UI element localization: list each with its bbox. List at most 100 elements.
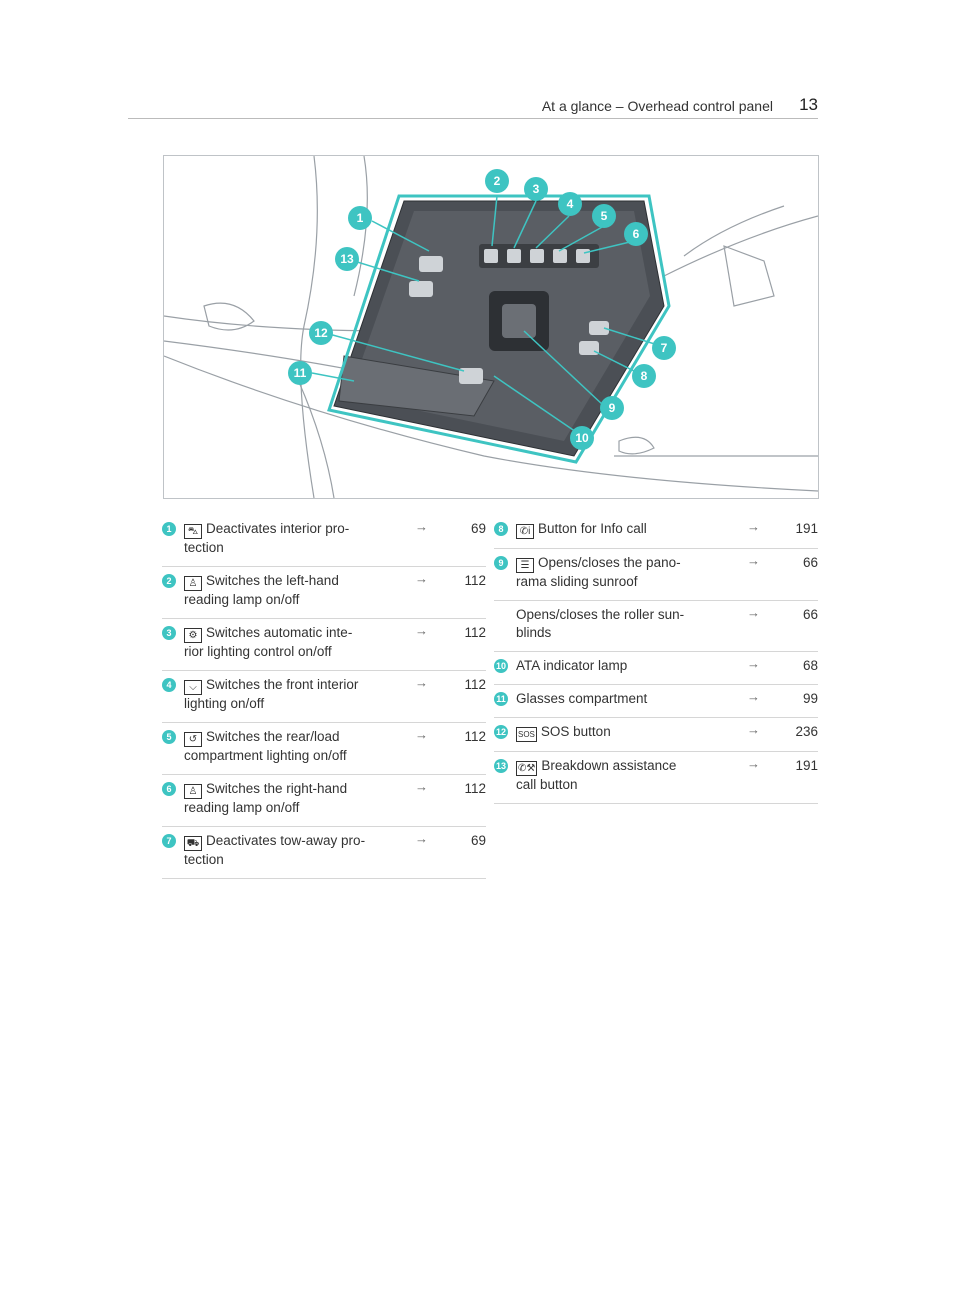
page-reference: 99 (802, 691, 818, 706)
arrow-icon: → (747, 605, 760, 620)
legend-item: 1 ⛍Deactivates interior pro- tection → 6… (162, 515, 486, 567)
item-number: 9 (494, 556, 508, 570)
item-number: 4 (162, 678, 176, 692)
page-reference: 66 (802, 607, 818, 622)
legend-item: 6 ♙Switches the right-hand reading lamp … (162, 775, 486, 827)
callout-5: 5 (601, 209, 608, 223)
arrow-icon: → (415, 779, 428, 794)
item-description: Opens/closes the roller sun- blinds (516, 606, 752, 642)
legend-item: 3 ⚙Switches automatic inte- rior lightin… (162, 619, 486, 671)
item-text: Glasses compartment (516, 691, 648, 706)
item-description: ⛟Deactivates tow-away pro- tection (184, 832, 420, 869)
item-number: 7 (162, 834, 176, 848)
page-reference: 68 (802, 658, 818, 673)
page-reference: 112 (464, 677, 486, 692)
callout-12: 12 (314, 326, 328, 340)
callout-9: 9 (609, 401, 616, 415)
item-number: 2 (162, 574, 176, 588)
sos-icon: SOS (516, 727, 537, 742)
callout-1: 1 (357, 211, 364, 225)
arrow-icon: → (747, 553, 760, 568)
item-description: ↺Switches the rear/load compartment ligh… (184, 728, 420, 765)
page-number: 13 (799, 95, 818, 114)
item-description: ⛍Deactivates interior pro- tection (184, 520, 420, 557)
item-text: SOS button (540, 724, 611, 739)
tow-away-protection-icon: ⛟ (184, 836, 202, 851)
page-reference: 69 (470, 521, 486, 536)
arrow-icon: → (747, 722, 760, 737)
arrow-icon: → (415, 571, 428, 586)
item-number: 13 (494, 759, 508, 773)
item-number: 8 (494, 522, 508, 536)
item-number: 3 (162, 626, 176, 640)
callout-11: 11 (294, 366, 307, 380)
legend-item: 7 ⛟Deactivates tow-away pro- tection → 6… (162, 827, 486, 879)
callout-8: 8 (641, 369, 648, 383)
arrow-icon: → (747, 756, 760, 771)
legend-item: 2 ♙Switches the left-hand reading lamp o… (162, 567, 486, 619)
page-reference: 66 (802, 555, 818, 570)
page-reference: 112 (464, 781, 486, 796)
legend-item: 9 ☰Opens/closes the pano- rama sliding s… (494, 549, 818, 601)
auto-lighting-icon: ⚙ (184, 628, 202, 643)
item-text: Switches the left-hand reading lamp on/o… (184, 573, 339, 607)
legend-item: 11 Glasses compartment → 99 (494, 685, 818, 718)
item-number: 10 (494, 659, 508, 673)
item-number: 6 (162, 782, 176, 796)
arrow-icon: → (747, 519, 760, 534)
item-description: ☰Opens/closes the pano- rama sliding sun… (516, 554, 752, 591)
legend-item: 10 ATA indicator lamp → 68 (494, 652, 818, 685)
item-text: Breakdown assistance call button (516, 758, 677, 792)
page-reference: 112 (464, 729, 486, 744)
item-description: ⚙Switches automatic inte- rior lighting … (184, 624, 420, 661)
item-text: Deactivates interior pro- tection (184, 521, 350, 555)
arrow-icon: → (415, 519, 428, 534)
callout-13: 13 (340, 252, 354, 266)
panel-drawing: 1 2 3 4 5 6 7 8 9 10 11 13 12 (164, 156, 818, 498)
item-text: Deactivates tow-away pro- tection (184, 833, 366, 867)
legend-item: 8 ✆i Button for Info call → 191 (494, 515, 818, 549)
item-text: Button for Info call (538, 521, 647, 536)
arrow-icon: → (747, 656, 760, 671)
item-number: 12 (494, 725, 508, 739)
item-description: ✆⚒Breakdown assistance call button (516, 757, 752, 794)
rear-light-icon: ↺ (184, 732, 202, 747)
callout-3: 3 (533, 182, 540, 196)
item-text: Opens/closes the roller sun- blinds (516, 607, 685, 640)
page-reference: 191 (795, 521, 818, 536)
legend-item: 4 ⌵Switches the front interior lighting … (162, 671, 486, 723)
info-call-icon: ✆i (516, 524, 534, 539)
item-number: 11 (494, 692, 508, 706)
arrow-icon: → (747, 689, 760, 704)
arrow-icon: → (415, 727, 428, 742)
arrow-icon: → (415, 623, 428, 638)
arrow-icon: → (415, 831, 428, 846)
item-text: ATA indicator lamp (516, 658, 628, 673)
item-description: ♙Switches the right-hand reading lamp on… (184, 780, 420, 817)
section-title: At a glance – Overhead control panel (541, 98, 773, 114)
item-number: 5 (162, 730, 176, 744)
interior-protection-icon: ⛍ (184, 524, 202, 539)
callout-6: 6 (633, 227, 640, 241)
legend-item: 13 ✆⚒Breakdown assistance call button → … (494, 752, 818, 804)
reading-lamp-icon: ♙ (184, 576, 202, 591)
callout-7: 7 (661, 341, 668, 355)
item-description: ATA indicator lamp (516, 657, 752, 675)
front-interior-light-icon: ⌵ (184, 680, 202, 695)
item-text: Switches the right-hand reading lamp on/… (184, 781, 348, 815)
arrow-icon: → (415, 675, 428, 690)
sunroof-icon: ☰ (516, 558, 534, 573)
item-text: Switches the rear/load compartment light… (184, 729, 347, 763)
callout-10: 10 (575, 431, 589, 445)
page-reference: 112 (464, 625, 486, 640)
item-description: ♙Switches the left-hand reading lamp on/… (184, 572, 420, 609)
page-reference: 69 (470, 833, 486, 848)
page-reference: 112 (464, 573, 486, 588)
page-reference: 191 (795, 758, 818, 773)
overhead-panel-illustration: 1 2 3 4 5 6 7 8 9 10 11 13 12 (163, 155, 819, 499)
item-description: Glasses compartment (516, 690, 752, 708)
legend-item: 5 ↺Switches the rear/load compartment li… (162, 723, 486, 775)
